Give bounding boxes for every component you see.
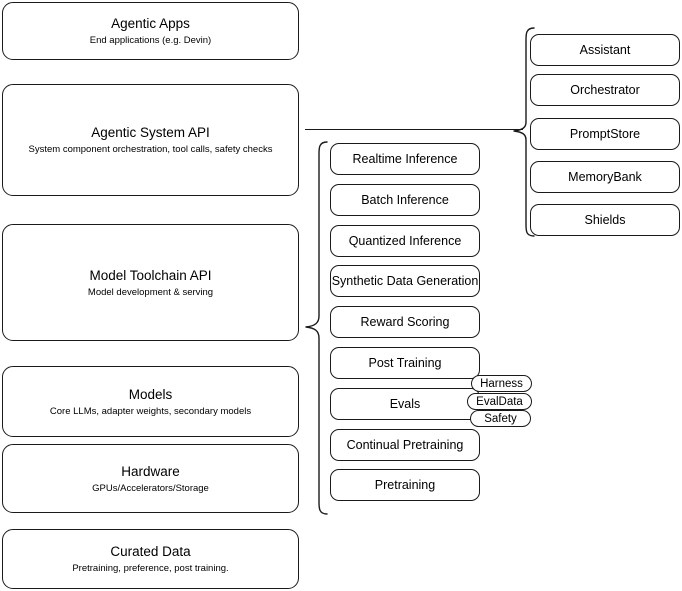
system-box-promptstore[interactable]: PromptStore bbox=[530, 118, 680, 150]
evals-subcomponent-label: EvalData bbox=[476, 395, 523, 408]
layer-subtitle: Core LLMs, adapter weights, secondary mo… bbox=[49, 405, 252, 417]
toolchain-box-label: Evals bbox=[389, 397, 421, 411]
system-box-label: Assistant bbox=[579, 43, 631, 57]
toolchain-box-label: Post Training bbox=[368, 356, 442, 370]
layer-title: Agentic System API bbox=[91, 125, 210, 140]
layer-box-hardware[interactable]: Hardware GPUs/Accelerators/Storage bbox=[2, 444, 299, 513]
toolchain-box-pretraining[interactable]: Pretraining bbox=[330, 469, 480, 501]
layer-title: Model Toolchain API bbox=[89, 267, 212, 283]
layer-title: Curated Data bbox=[110, 544, 191, 559]
system-box-shields[interactable]: Shields bbox=[530, 204, 680, 236]
system-box-label: PromptStore bbox=[569, 127, 641, 141]
system-box-label: Orchestrator bbox=[570, 83, 640, 97]
toolchain-box-label: Pretraining bbox=[374, 478, 436, 492]
connector-line-system-api bbox=[305, 129, 523, 131]
system-box-assistant[interactable]: Assistant bbox=[530, 34, 680, 66]
layer-box-model-toolchain-api[interactable]: Model Toolchain API Model development & … bbox=[2, 224, 299, 341]
evals-subcomponent-harness[interactable]: Harness bbox=[471, 375, 532, 392]
system-box-orchestrator[interactable]: Orchestrator bbox=[530, 74, 680, 106]
system-box-memorybank[interactable]: MemoryBank bbox=[530, 161, 680, 193]
layer-subtitle: Pretraining, preference, post training. bbox=[72, 563, 229, 574]
toolchain-box-reward-scoring[interactable]: Reward Scoring bbox=[330, 306, 480, 338]
toolchain-box-label: Synthetic Data Generation bbox=[331, 274, 479, 288]
layer-subtitle: System component orchestration, tool cal… bbox=[28, 144, 273, 155]
system-box-label: Shields bbox=[584, 213, 626, 227]
layer-box-curated-data[interactable]: Curated Data Pretraining, preference, po… bbox=[2, 529, 299, 589]
layer-box-agentic-system-api[interactable]: Agentic System API System component orch… bbox=[2, 84, 299, 196]
toolchain-box-synthetic-data-generation[interactable]: Synthetic Data Generation bbox=[330, 265, 480, 297]
toolchain-box-batch-inference[interactable]: Batch Inference bbox=[330, 184, 480, 216]
toolchain-box-label: Batch Inference bbox=[361, 193, 449, 207]
toolchain-box-continual-pretraining[interactable]: Continual Pretraining bbox=[330, 429, 480, 461]
toolchain-box-label: Quantized Inference bbox=[348, 234, 462, 248]
evals-subcomponent-safety[interactable]: Safety bbox=[470, 410, 531, 427]
toolchain-box-quantized-inference[interactable]: Quantized Inference bbox=[330, 225, 480, 257]
layer-subtitle: GPUs/Accelerators/Storage bbox=[92, 482, 209, 494]
layer-box-models[interactable]: Models Core LLMs, adapter weights, secon… bbox=[2, 366, 299, 437]
layer-subtitle: End applications (e.g. Devin) bbox=[89, 35, 212, 46]
toolchain-box-evals[interactable]: Evals bbox=[330, 388, 480, 420]
evals-subcomponent-label: Harness bbox=[480, 377, 523, 390]
brace-toolchain bbox=[303, 140, 329, 520]
toolchain-box-realtime-inference[interactable]: Realtime Inference bbox=[330, 143, 480, 175]
toolchain-box-label: Reward Scoring bbox=[360, 315, 450, 329]
layer-box-agentic-apps[interactable]: Agentic Apps End applications (e.g. Devi… bbox=[2, 2, 299, 60]
evals-subcomponent-label: Safety bbox=[484, 412, 517, 425]
toolchain-box-post-training[interactable]: Post Training bbox=[330, 347, 480, 379]
system-box-label: MemoryBank bbox=[568, 170, 642, 184]
layer-title: Hardware bbox=[121, 463, 180, 479]
evals-subcomponent-evaldata[interactable]: EvalData bbox=[467, 393, 532, 410]
layer-title: Agentic Apps bbox=[111, 16, 190, 31]
layer-subtitle: Model development & serving bbox=[87, 286, 214, 298]
layer-title: Models bbox=[128, 386, 173, 402]
toolchain-box-label: Continual Pretraining bbox=[346, 438, 464, 452]
toolchain-box-label: Realtime Inference bbox=[352, 152, 458, 166]
brace-system-components bbox=[512, 26, 536, 242]
